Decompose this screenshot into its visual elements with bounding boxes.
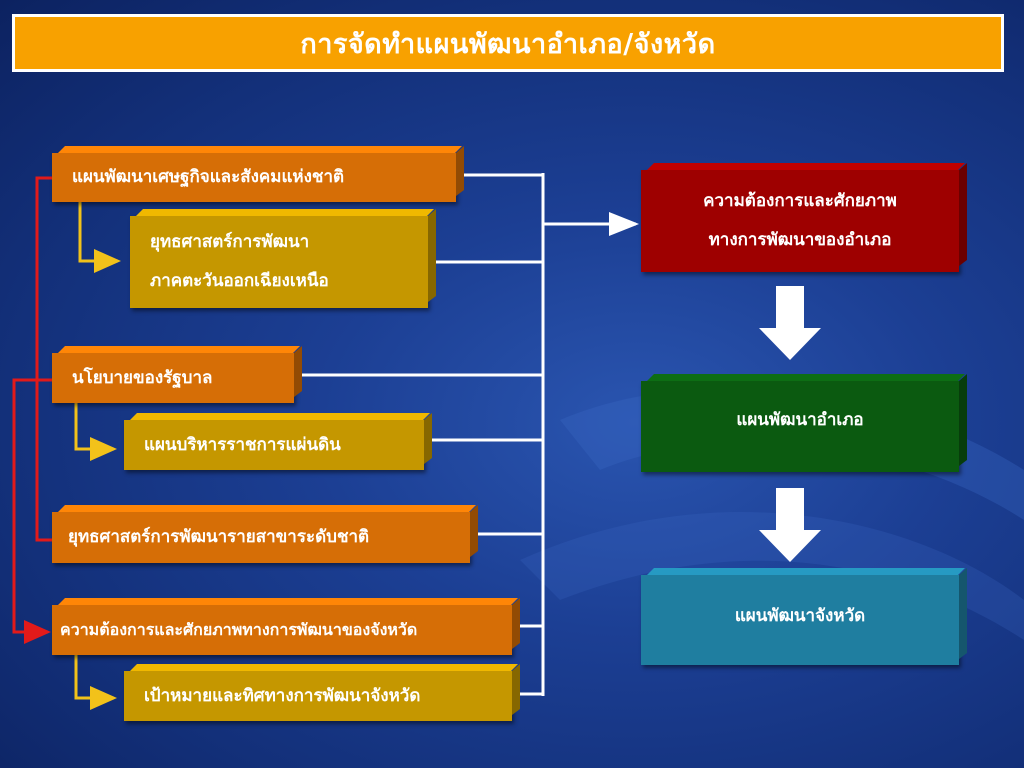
box-admin-plan: แผนบริหารราชการแผ่นดิน [124, 420, 424, 470]
box-northeast-strategy-line2: ภาคตะวันออกเฉียงเหนือ [150, 271, 329, 291]
box-province-goals: เป้าหมายและทิศทางการพัฒนาจังหวัด [124, 671, 512, 721]
box-admin-plan-label: แผนบริหารราชการแผ่นดิน [144, 434, 341, 455]
box-province-goals-label: เป้าหมายและทิศทางการพัฒนาจังหวัด [144, 685, 421, 706]
down-arrow-icon [759, 488, 821, 562]
yellow-connector-2 [74, 403, 117, 461]
white-connector-lines [296, 173, 639, 696]
box-sector-strategy: ยุทธศาสตร์การพัฒนารายสาขาระดับชาติ [52, 512, 470, 563]
yellow-connector-lines [74, 202, 121, 710]
box-northeast-strategy: ยุทธศาสตร์การพัฒนา ภาคตะวันออกเฉียงเหนือ [130, 216, 428, 308]
box-district-needs-line2: ทางการพัฒนาของอำเภอ [708, 230, 892, 250]
box-government-policy-label: นโยบายของรัฐบาล [72, 367, 213, 388]
yellow-connector-3 [74, 655, 117, 710]
page-title: การจัดทำแผนพัฒนาอำเภอ/จังหวัด [300, 28, 716, 60]
down-arrow-icon [759, 286, 821, 360]
box-government-policy: นโยบายของรัฐบาล [52, 353, 294, 403]
red-connector-lines [12, 176, 52, 644]
title-bar: การจัดทำแผนพัฒนาอำเภอ/จังหวัด [12, 14, 1004, 72]
box-northeast-strategy-line1: ยุทธศาสตร์การพัฒนา [150, 232, 310, 252]
red-connector-inner [12, 378, 52, 644]
box-district-plan-label: แผนพัฒนาอำเภอ [736, 410, 864, 430]
red-connector-outer [35, 176, 52, 542]
box-district-needs: ความต้องการและศักยภาพ ทางการพัฒนาของอำเภ… [641, 170, 959, 272]
box-sector-strategy-label: ยุทธศาสตร์การพัฒนารายสาขาระดับชาติ [68, 527, 370, 547]
box-province-plan-label: แผนพัฒนาจังหวัด [734, 605, 866, 626]
box-province-needs-label: ความต้องการและศักยภาพทางการพัฒนาของจังหว… [60, 620, 418, 639]
box-district-needs-line1: ความต้องการและศักยภาพ [703, 191, 897, 211]
yellow-connector-1 [78, 202, 121, 273]
box-province-plan: แผนพัฒนาจังหวัด [641, 575, 959, 665]
box-national-plan: แผนพัฒนาเศษฐกิจและสังคมแห่งชาติ [52, 153, 456, 202]
box-province-needs: ความต้องการและศักยภาพทางการพัฒนาของจังหว… [52, 605, 512, 655]
box-district-plan: แผนพัฒนาอำเภอ [641, 381, 959, 472]
box-national-plan-label: แผนพัฒนาเศษฐกิจและสังคมแห่งชาติ [72, 167, 345, 187]
